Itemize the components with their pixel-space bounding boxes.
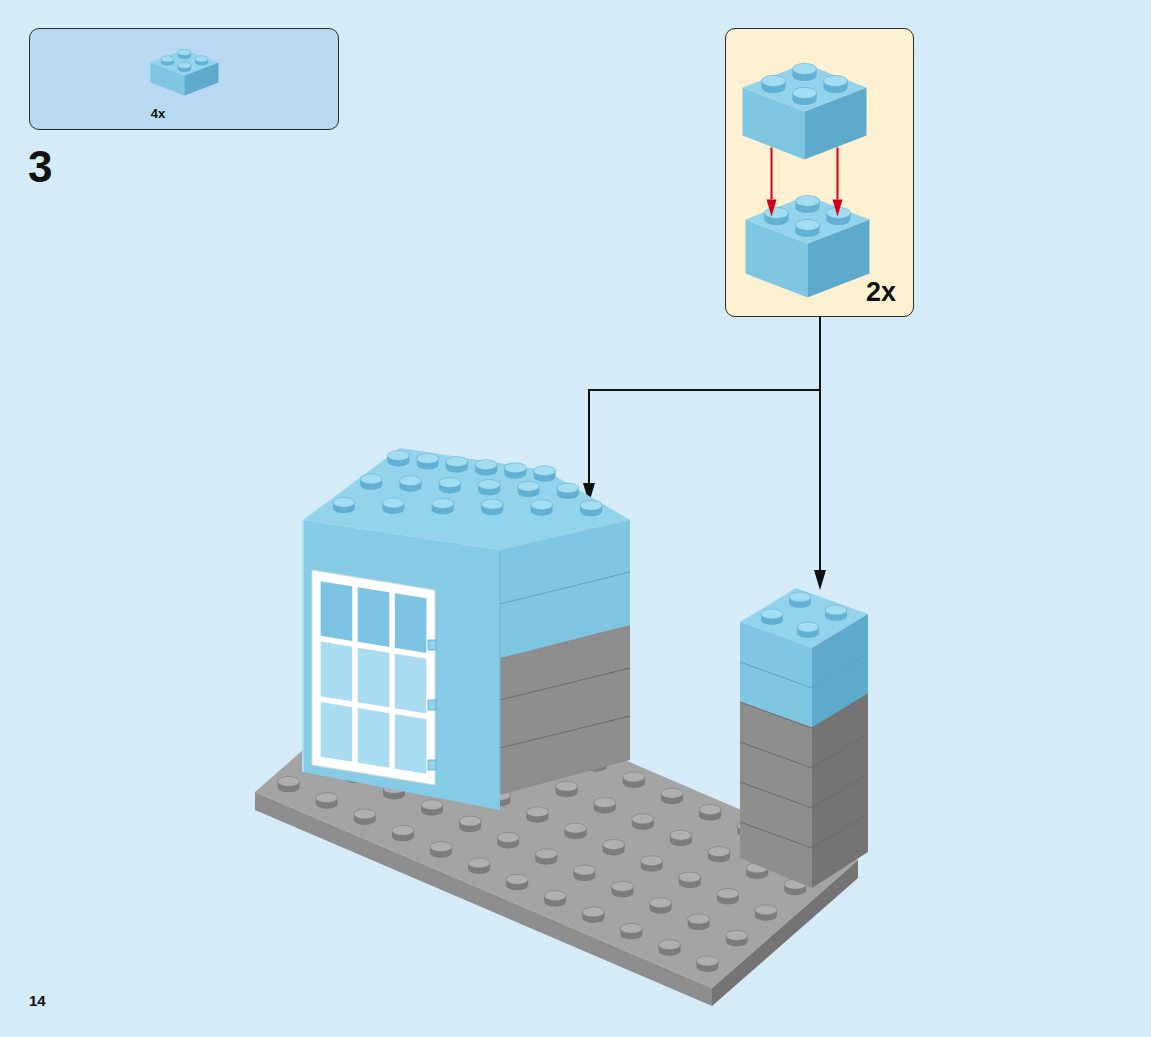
window-building	[303, 448, 630, 810]
parts-callout: 4x	[29, 28, 339, 130]
subassembly-callout: 2x	[725, 28, 914, 317]
quantity-label: 2x	[866, 277, 896, 308]
brick-stack-picture	[726, 29, 915, 318]
step-number: 3	[28, 142, 52, 192]
brick-icon	[30, 29, 340, 131]
quantity-label: 4x	[151, 106, 165, 121]
page-number: 14	[29, 992, 46, 1009]
brick-tower	[740, 588, 868, 888]
